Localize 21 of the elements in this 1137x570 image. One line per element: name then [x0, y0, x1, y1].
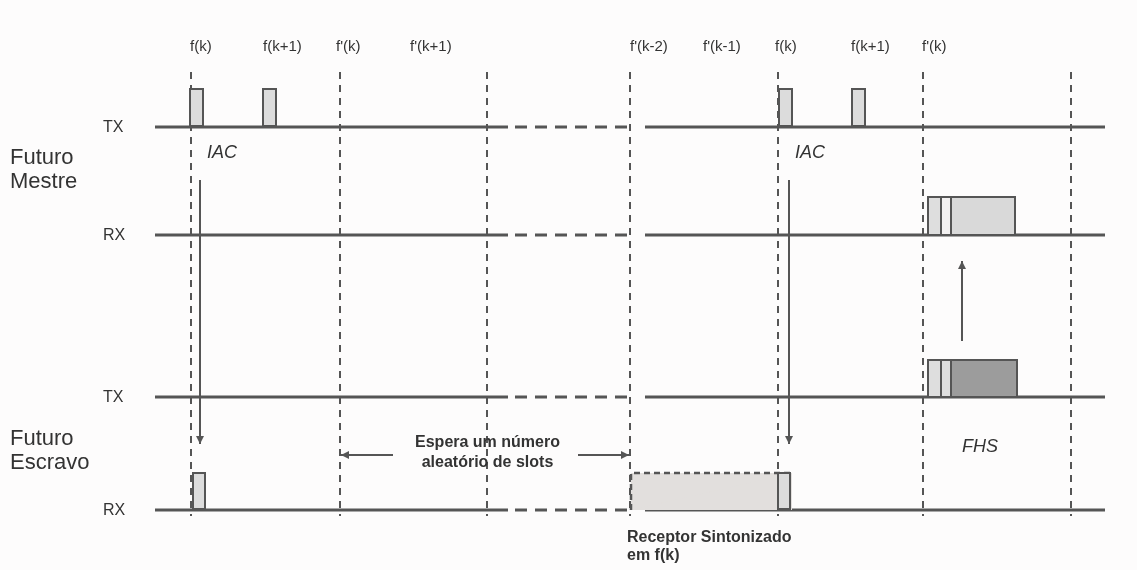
caption-text: Receptor Sintonizado em f(k)	[627, 528, 793, 564]
frequency-label: f'(k-2)	[630, 38, 668, 55]
frequency-label: f(k)	[775, 38, 797, 55]
station-label: Futuro Escravo	[10, 426, 91, 475]
frequency-label: f(k+1)	[263, 38, 302, 55]
station-label: Futuro Mestre	[10, 145, 79, 194]
channel-label: TX	[103, 388, 124, 406]
arrow	[785, 179, 793, 445]
frequency-label: f'(k)	[922, 38, 947, 55]
frequency-label: f(k)	[190, 38, 212, 55]
arrow	[958, 260, 966, 342]
channel-label: TX	[103, 118, 124, 136]
frequency-label: f'(k)	[336, 38, 361, 55]
channel-label: RX	[103, 501, 126, 519]
arrow	[196, 179, 204, 445]
packet-label: FHS	[962, 437, 998, 457]
frequency-label: f'(k+1)	[410, 38, 452, 55]
frequency-label: f(k+1)	[851, 38, 890, 55]
frequency-label: f'(k-1)	[703, 38, 741, 55]
interval-note: Espera um número aleatório de slots	[414, 432, 561, 472]
channel-label: RX	[103, 226, 126, 244]
